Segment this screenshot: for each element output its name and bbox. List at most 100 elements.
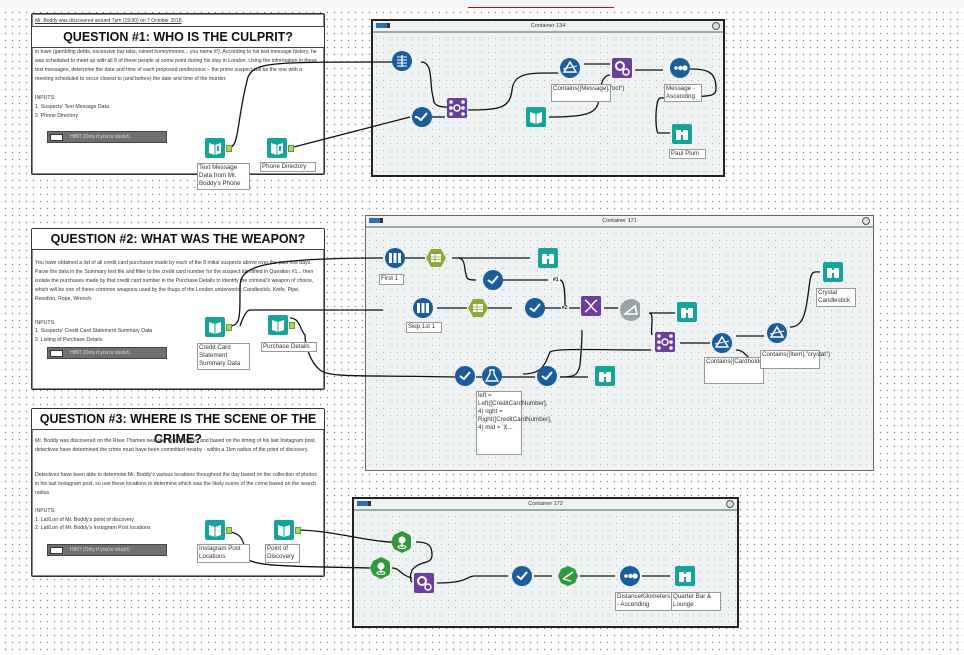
dna-icon: [581, 296, 601, 316]
browse-tool-3[interactable]: [595, 366, 615, 386]
tool-label-discovery: Point of Discovery: [265, 544, 300, 563]
container-close-icon[interactable]: [712, 22, 720, 30]
formula-tool-1[interactable]: [426, 248, 446, 268]
gears-icon: [414, 573, 434, 593]
output-anchor[interactable]: [226, 145, 232, 152]
checkmark-icon: [412, 107, 432, 127]
tool-label-credit-card: Credit Card Statement Summary Data: [197, 343, 250, 370]
binoculars-icon: [677, 302, 697, 322]
browse-tool-paul-plum[interactable]: [672, 124, 692, 144]
input-data-tool-directory[interactable]: [526, 107, 546, 127]
question-1-cutoff-line: Mr. Boddy was discovered around 7pm (19:…: [35, 18, 182, 24]
browse-tool-2[interactable]: [677, 302, 697, 322]
browse-tool-first[interactable]: [538, 248, 558, 268]
book-icon: [267, 138, 287, 158]
sample-tool-first[interactable]: [385, 248, 405, 268]
append-fields-tool[interactable]: [612, 58, 632, 78]
sort-dots-icon: [620, 566, 640, 586]
join-tool[interactable]: [447, 98, 467, 118]
hint-toggle[interactable]: [50, 350, 63, 357]
container-172-title: Container 172: [528, 501, 563, 507]
filter-tool-item[interactable]: [767, 323, 787, 343]
select-tool[interactable]: [412, 107, 432, 127]
question-1-input-2: 2. Phone Directory: [35, 113, 78, 119]
formula-flask-tool[interactable]: [482, 366, 502, 386]
book-icon: [205, 520, 225, 540]
input-data-tool-credit-card[interactable]: [205, 317, 225, 337]
book-icon: [205, 138, 225, 158]
filter-tool-cardholder[interactable]: [712, 333, 732, 353]
question-2-comment-box[interactable]: QUESTION #2: WHAT WAS THE WEAPON? You ha…: [31, 228, 325, 390]
create-points-tool-2[interactable]: [370, 557, 390, 579]
distance-tool[interactable]: [558, 566, 578, 586]
create-points-tool-1[interactable]: [391, 531, 411, 553]
container-toggle-button[interactable]: [357, 501, 371, 506]
question-3-hint-button[interactable]: HINT (Only if you're stuck!): [47, 544, 167, 556]
input-data-tool-purchase-details[interactable]: [268, 315, 288, 335]
checkmark-icon: [537, 366, 557, 386]
input-data-tool-discovery[interactable]: [274, 520, 294, 540]
binoculars-icon: [675, 566, 695, 586]
input-data-tool-phone-directory[interactable]: [267, 138, 287, 158]
browse-tool-quarter-bar[interactable]: [675, 566, 695, 586]
tool-label-quarter-bar: Quarter Bar & Lounge: [671, 592, 721, 611]
input-data-tool-text-message[interactable]: [205, 138, 225, 158]
tool-label-crystal: Crystal Candlestick: [816, 288, 856, 307]
regex-tool[interactable]: [581, 296, 601, 316]
hint-label: HINT (Only if you're stuck!): [70, 547, 130, 553]
filter-icon: [560, 58, 580, 78]
select-tool-3[interactable]: [525, 298, 545, 318]
join-tool-2[interactable]: [655, 332, 675, 352]
sample-tool-skip[interactable]: [413, 298, 433, 318]
question-3-input-1: 1. Lat/Lon of Mr. Boddy's point of disco…: [35, 517, 135, 523]
hint-toggle[interactable]: [50, 547, 63, 554]
input-data-tool-instagram[interactable]: [205, 520, 225, 540]
container-toggle-button[interactable]: [369, 218, 383, 223]
hint-toggle[interactable]: [50, 134, 63, 141]
summarize-tool-disabled[interactable]: [620, 299, 640, 321]
question-3-comment-box[interactable]: QUESTION #3: WHERE IS THE SCENE OF THE C…: [31, 408, 325, 577]
question-3-title: QUESTION #3: WHERE IS THE SCENE OF THE C…: [32, 409, 324, 446]
container-134-header[interactable]: Container 134: [373, 21, 723, 33]
binoculars-icon: [672, 124, 692, 144]
select-tool-5[interactable]: [537, 366, 557, 386]
checkmark-icon: [512, 566, 532, 586]
output-anchor[interactable]: [295, 527, 301, 534]
tool-label-filter-cardholder: Contains([CardholderName],"Plum"): [704, 357, 805, 384]
parse-columns-icon: [392, 51, 412, 71]
select-tool-2[interactable]: [483, 270, 503, 290]
formula-icon: [426, 249, 446, 267]
container-close-icon[interactable]: [862, 217, 870, 225]
sort-tool-2[interactable]: [620, 566, 640, 586]
select-tool-4[interactable]: [455, 366, 475, 386]
binoculars-icon: [595, 366, 615, 386]
flask-icon: [482, 366, 502, 386]
select-tool-6[interactable]: [512, 566, 532, 586]
container-toggle-button[interactable]: [376, 23, 390, 28]
sort-dots-icon: [670, 58, 690, 78]
union-tag-2: #2: [561, 305, 569, 311]
sort-tool[interactable]: [670, 58, 690, 78]
output-anchor[interactable]: [226, 527, 232, 534]
container-close-icon[interactable]: [726, 500, 734, 508]
output-anchor[interactable]: [226, 324, 232, 331]
container-134-title: Container 134: [530, 23, 566, 29]
book-icon: [526, 107, 546, 127]
output-anchor[interactable]: [289, 322, 295, 329]
filter-tool[interactable]: [560, 58, 580, 78]
text-to-columns-tool[interactable]: [392, 51, 412, 71]
distance-icon: [558, 566, 578, 586]
tool-label-browse: Paul Plum: [669, 149, 706, 159]
book-icon: [274, 520, 294, 540]
formula-tool-2[interactable]: [468, 298, 488, 318]
question-2-hint-button[interactable]: HINT (Only if you're stuck!): [47, 347, 167, 359]
container-172-header[interactable]: Container 172: [354, 499, 737, 511]
question-1-hint-button[interactable]: HINT (Only if you're stuck!): [47, 131, 167, 143]
browse-tool-crystal[interactable]: [823, 262, 843, 282]
container-171-header[interactable]: Container 171: [366, 216, 873, 228]
output-anchor[interactable]: [288, 145, 294, 152]
book-icon: [205, 317, 225, 337]
question-2-input-1: 1. Suspects' Credit Card Statement Summa…: [35, 328, 153, 334]
append-fields-tool-2[interactable]: [414, 573, 434, 593]
top-toolbar-strip: [0, 0, 964, 8]
